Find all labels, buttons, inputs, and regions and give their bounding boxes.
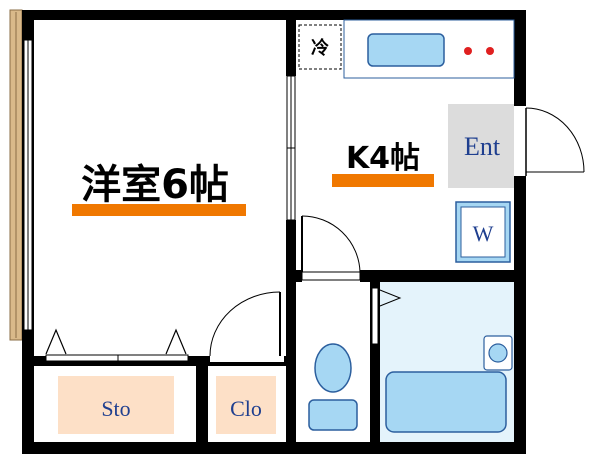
wall-kitchen-bottom-left [296,270,302,282]
storage-door-left [45,354,119,362]
storage-label: Sto [101,396,130,421]
toilet-door-swing [301,215,361,273]
wall-kitchen-bottom [360,270,526,282]
fridge-box [298,24,342,70]
toilet-door-sill [301,271,361,281]
entrance-area [448,104,514,188]
storage-label-bg [58,376,174,434]
wall-storage-closet [196,356,208,454]
kitchen-label: K4帖 [346,141,420,176]
wall-partition-upper [286,10,296,76]
fridge-label: 冷 [311,37,329,59]
kitchen-underline [332,174,434,187]
wall-partition-lower [286,220,296,442]
closet-label: Clo [230,396,262,421]
entrance-label: Ent [464,132,501,161]
wall-bottom [22,442,526,454]
kitchen-sink [367,33,445,67]
closet-label-bg [216,376,276,434]
western-room-underline [72,204,246,216]
western-room-label: 洋室6帖 [81,162,229,208]
toilet-tank [308,399,358,431]
entrance-door-opening [514,106,526,176]
stove-burner-icon [486,47,494,55]
closet-door-opening [210,355,284,362]
wall-top [22,10,526,20]
storage-door-right [117,354,189,362]
entrance-door-swing [525,107,585,173]
bath-faucet-icon [488,343,508,363]
storage-door-mark-right [165,328,187,355]
washer-inner [460,206,506,258]
washer-label: W [473,221,494,246]
bath-door-mark [379,289,402,307]
toilet-bowl [314,343,352,393]
wall-right-lower [514,176,526,454]
closet-door-swing [209,291,281,357]
bath-folding-door [371,287,379,345]
stove-burner-icon [464,47,472,55]
bathtub [385,371,507,433]
storage-door-mark-left [45,328,67,355]
wall-right-upper [514,10,526,106]
wall-toilet-bath [370,282,380,442]
